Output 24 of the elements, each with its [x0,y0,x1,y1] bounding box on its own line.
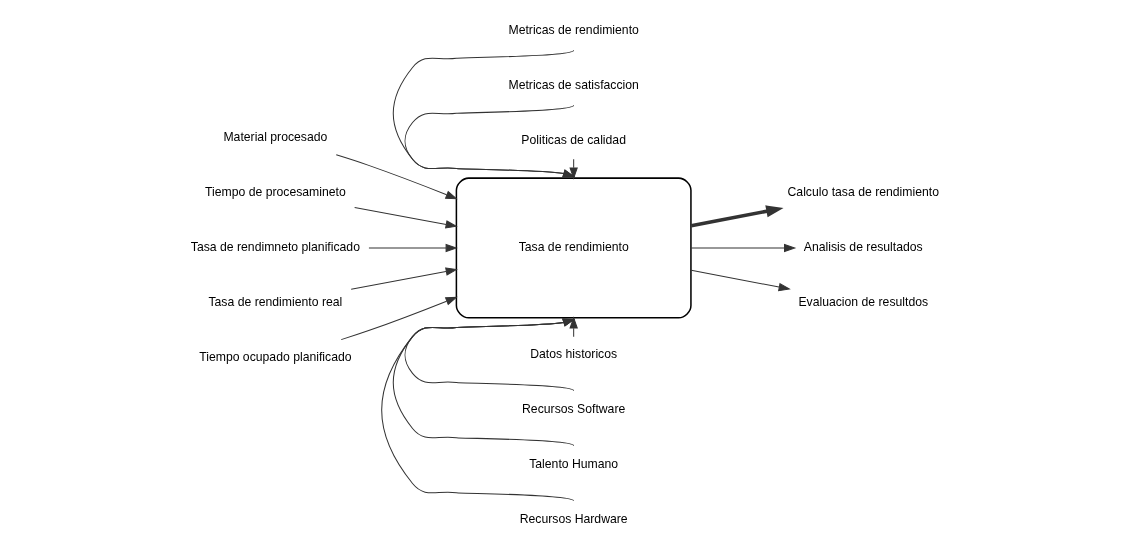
node-box: Tasa de rendimiento [455,177,692,319]
arrow [690,243,797,253]
node-text: Tiempo ocupado planificado [199,350,352,365]
node-text: Metricas de satisfaccion [508,77,639,92]
node-text: Politicas de calidad [521,133,626,148]
node-text: Calculo tasa de rendimiento [787,185,940,200]
arrow [690,269,791,292]
node-text: Recursos Software [522,402,626,417]
node-text: Analisis de resultados [803,240,923,255]
node-text: Evaluacion de resultdos [798,295,929,310]
node-text: Talento Humano [529,457,619,472]
node-text: Tiempo de procesamineto [204,185,346,200]
arrow [354,206,458,229]
node-text: Material procesado [223,129,328,144]
node-text: Tasa de rendimneto planificado [190,240,360,255]
node-text: Datos historicos [530,347,618,362]
arrow [350,267,458,290]
arrow [690,205,784,228]
arrow [335,154,458,200]
node-text: Metricas de rendimiento [508,22,639,37]
node-text: Recursos Hardware [519,512,628,527]
node-text: Tasa de rendimiento real [208,295,343,310]
arrow [340,296,458,341]
arrow [368,243,458,253]
